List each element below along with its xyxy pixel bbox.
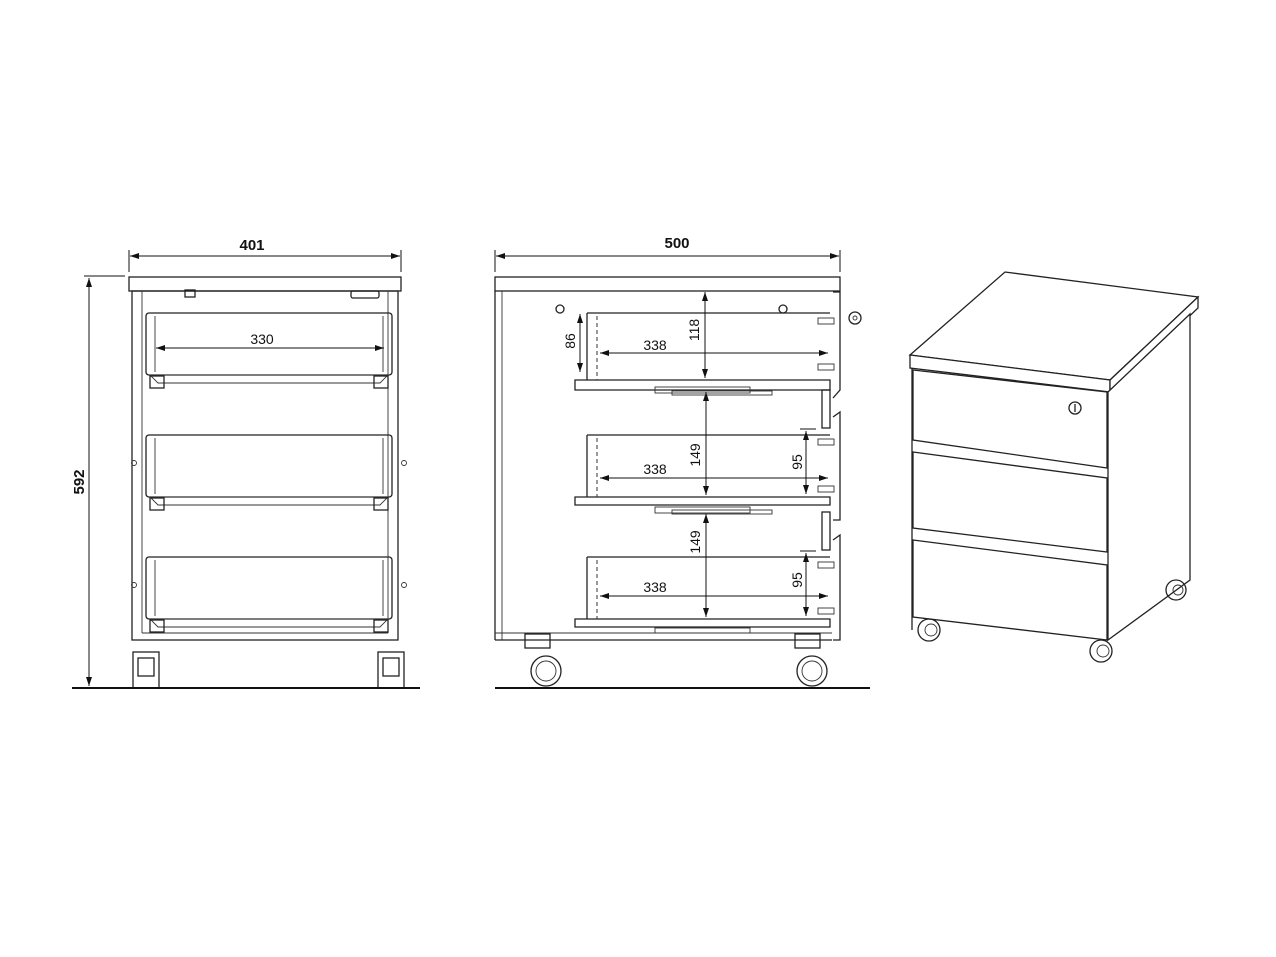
side-drawer-middle — [574, 434, 835, 515]
top-drawer-depth-label: 338 — [643, 337, 667, 353]
iso-drawer-bottom — [912, 539, 1108, 641]
side-caster-right — [794, 633, 828, 687]
side-drawer-bottom — [574, 556, 835, 634]
front-caster-left — [132, 651, 160, 689]
iso-drawer-top — [912, 369, 1108, 469]
isometric-view — [908, 271, 1200, 663]
height-label: 592 — [71, 469, 88, 494]
middle-drawer-spacing-label: 149 — [687, 443, 703, 467]
front-drawer — [145, 312, 393, 389]
drawer-width-label: 330 — [250, 331, 274, 347]
top-drawer-clearance-label: 118 — [686, 319, 702, 342]
side-top-board — [494, 276, 841, 292]
iso-side-face — [1107, 312, 1191, 642]
width-label: 401 — [239, 237, 264, 254]
top-drawer-height-label: 86 — [562, 333, 578, 349]
lock-icon — [1068, 401, 1082, 415]
front-body — [131, 290, 399, 641]
front-top-board — [128, 276, 402, 292]
side-drawer-top — [574, 312, 835, 396]
front-drawer — [145, 434, 393, 511]
bottom-drawer-spacing-label: 149 — [687, 530, 703, 554]
side-view: 500 86 338 118 149 338 95 149 338 95 — [494, 235, 870, 689]
middle-drawer-depth-label: 338 — [643, 461, 667, 477]
iso-caster — [1089, 639, 1113, 663]
iso-drawer-middle — [912, 451, 1108, 553]
iso-caster — [917, 618, 941, 642]
depth-label: 500 — [664, 235, 689, 252]
bottom-drawer-height-label: 95 — [789, 572, 805, 588]
front-drawer — [145, 556, 393, 633]
iso-caster — [1165, 579, 1187, 601]
side-caster-left — [524, 633, 562, 687]
bottom-drawer-depth-label: 338 — [643, 579, 667, 595]
middle-drawer-height-label: 95 — [789, 454, 805, 470]
front-caster-right — [377, 651, 405, 689]
front-view: 401 592 330 — [71, 237, 420, 689]
